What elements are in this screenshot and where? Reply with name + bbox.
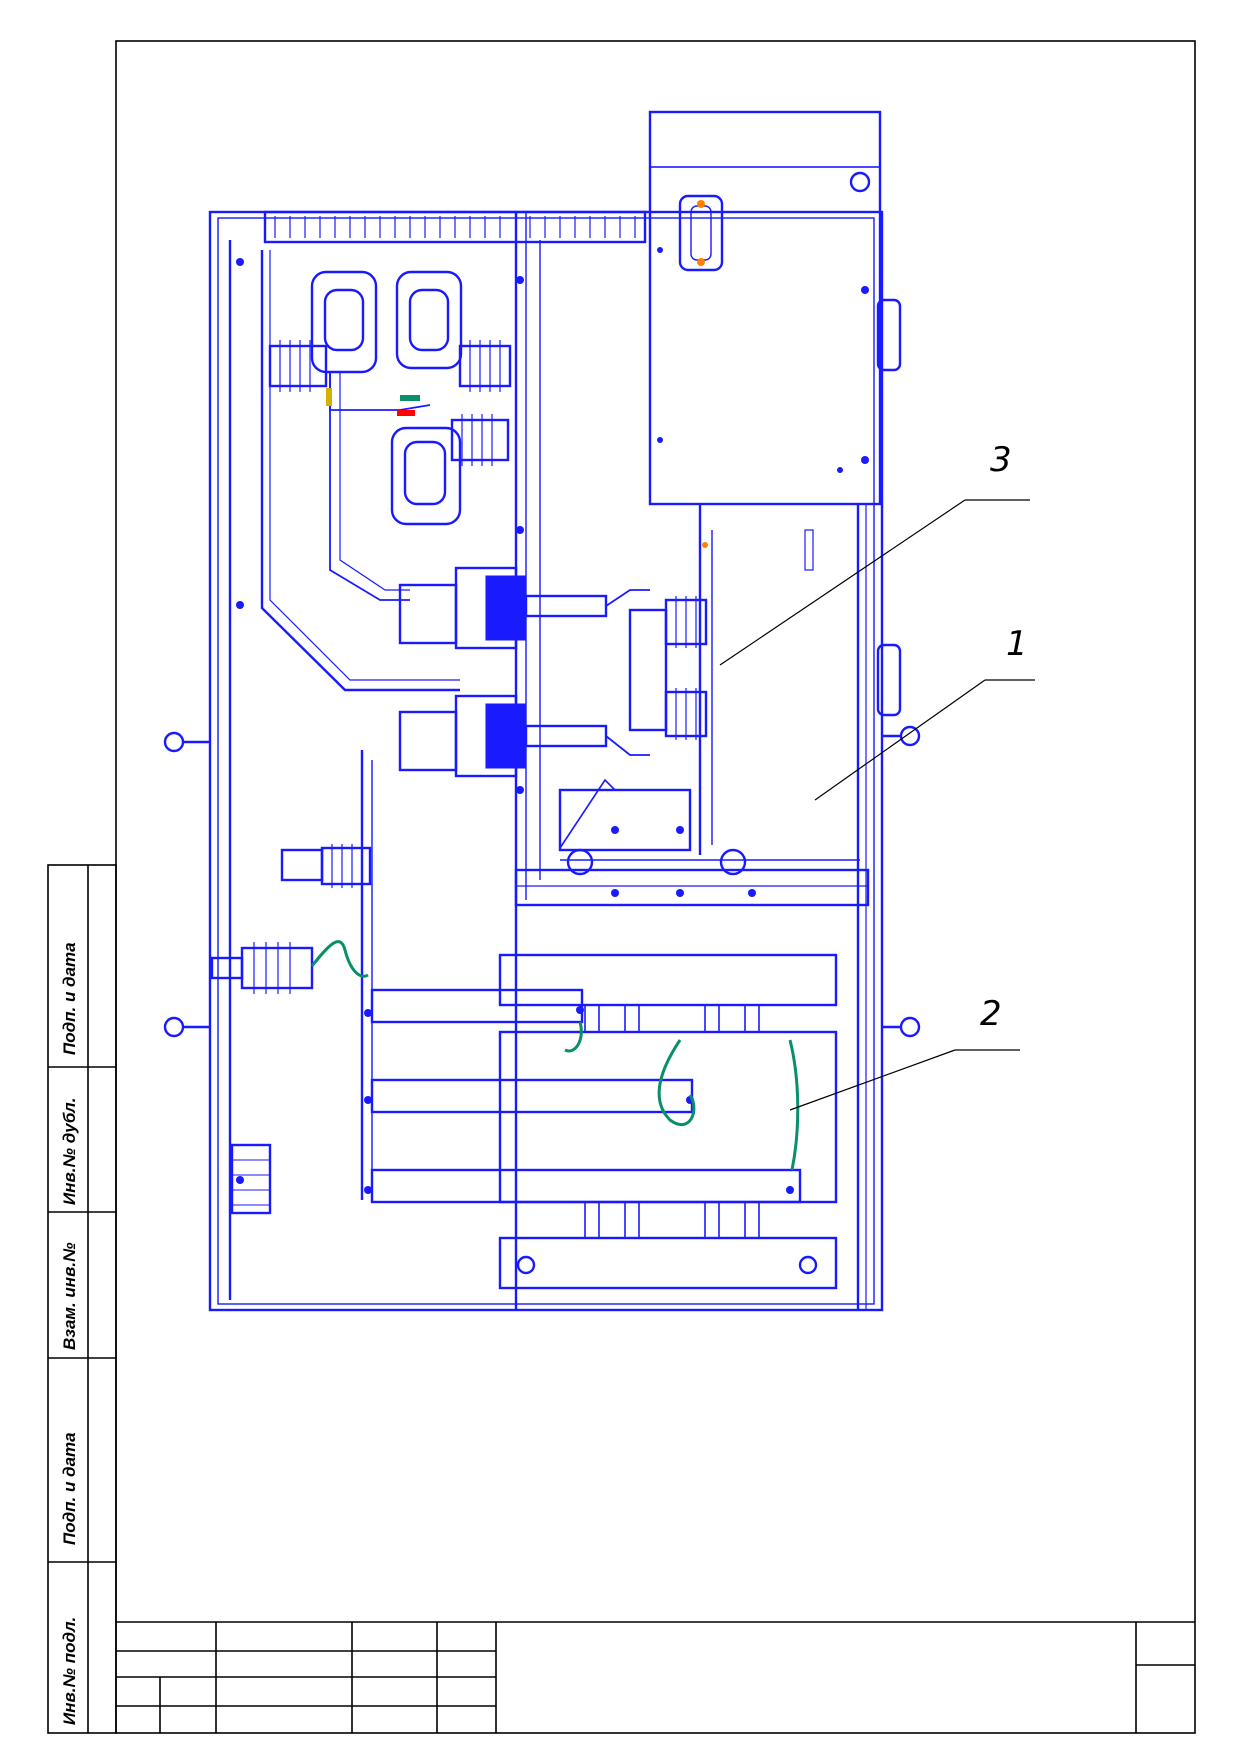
earthing-cables xyxy=(310,940,800,1171)
cable-bar-2 xyxy=(370,1078,694,1114)
earthing-cable-2 xyxy=(564,1021,583,1053)
relay-cabinet xyxy=(648,110,882,506)
cable-bar-3 xyxy=(370,1168,802,1204)
earthing-cable-4 xyxy=(788,1039,800,1171)
breaker-upper-insulator xyxy=(398,583,458,645)
cable-bar-bottom xyxy=(498,1236,838,1290)
leader-2 xyxy=(789,1049,956,1111)
callout-2: 2 xyxy=(980,994,1002,1034)
leader-3 xyxy=(719,499,966,666)
phase-markers xyxy=(326,200,708,548)
stamp-inv-dubl: Инв.№ дубл. xyxy=(60,1097,79,1205)
busbar-compartment xyxy=(260,250,460,692)
cabinet-outline xyxy=(208,210,884,1312)
earthing-cable-1 xyxy=(310,940,369,978)
surge-arrester-mount xyxy=(280,848,324,882)
earthing-insulator xyxy=(240,946,314,990)
truck-wheel-2 xyxy=(719,848,747,876)
door-handle-upper xyxy=(876,298,902,372)
earthing-cable-3 xyxy=(657,1039,696,1127)
switchgear-drawing xyxy=(163,110,921,1312)
insulator-1 xyxy=(268,344,328,388)
leader-1 xyxy=(814,679,986,801)
top-busbar-channel xyxy=(263,210,647,244)
lifting-eye-2 xyxy=(163,1016,185,1038)
insulator-2 xyxy=(458,344,512,388)
callout-leaders xyxy=(719,499,1035,1111)
callout-1: 1 xyxy=(1006,624,1028,664)
insulator-3 xyxy=(450,418,510,462)
lifting-eye-1 xyxy=(163,731,185,753)
current-transformer-3 xyxy=(390,426,462,526)
truck-contact-frame xyxy=(628,608,668,732)
relay-window xyxy=(678,194,724,272)
cable-bar-top xyxy=(498,953,838,1007)
breaker-lower-insulator xyxy=(398,710,458,772)
truck-chassis xyxy=(558,788,692,852)
stamp-vzam-inv: Взам. инв.№ xyxy=(60,1242,79,1350)
lifting-eye-3 xyxy=(899,725,921,747)
terminal-block xyxy=(230,1143,272,1215)
floor-rail xyxy=(514,868,870,907)
lifting-eye-4 xyxy=(899,1016,921,1038)
stamp-podp-data-1: Подп. и дата xyxy=(60,1432,79,1545)
current-transformer-1 xyxy=(310,270,378,374)
stamp-podp-data-2: Подп. и дата xyxy=(60,942,79,1055)
current-transformer-2 xyxy=(395,270,463,370)
callout-3: 3 xyxy=(990,440,1012,480)
truck-wheel-1 xyxy=(566,848,594,876)
door-handle-lower xyxy=(876,643,902,717)
stamp-inv-podl: Инв.№ подл. xyxy=(60,1616,79,1725)
sheet-frame xyxy=(47,40,1196,1734)
